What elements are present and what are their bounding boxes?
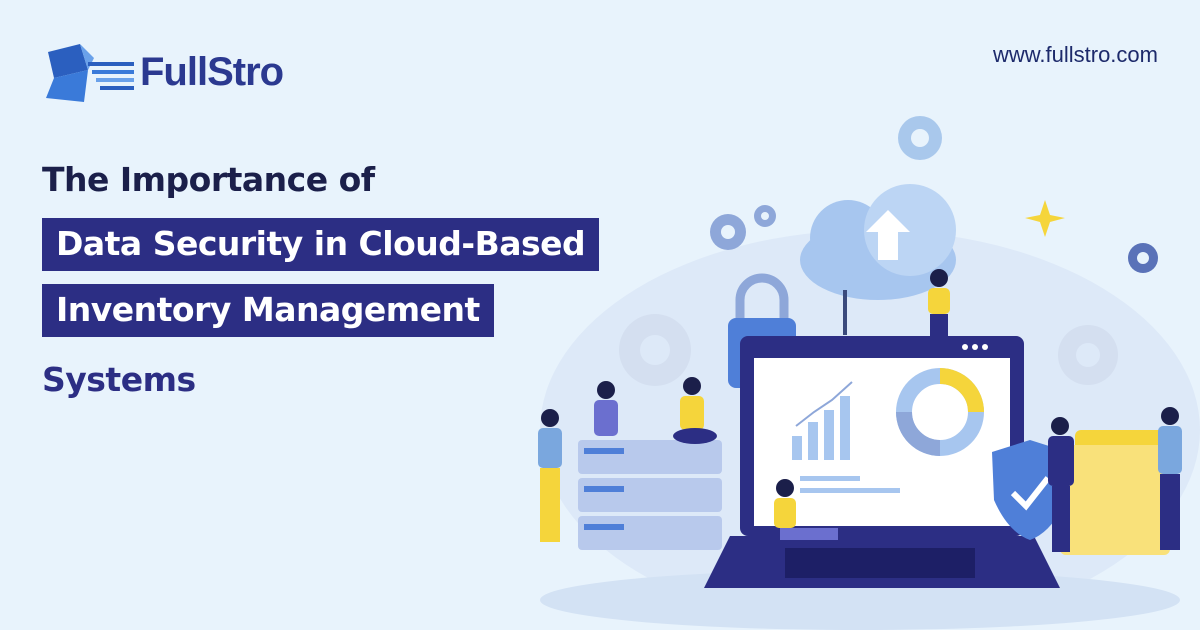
website-link[interactable]: www.fullstro.com xyxy=(992,42,1158,67)
headline-line-3: Inventory Management xyxy=(42,284,494,337)
person-icon xyxy=(673,377,717,444)
person-icon xyxy=(1048,417,1074,552)
gear-icon xyxy=(898,116,942,160)
sparkle-icon xyxy=(1025,200,1065,237)
person-icon xyxy=(538,409,562,542)
gear-icon xyxy=(1128,243,1158,273)
gear-icon xyxy=(619,314,1118,386)
person-icon xyxy=(928,269,950,348)
headline-line-2: Data Security in Cloud-Based xyxy=(42,218,600,271)
cloud-upload-icon xyxy=(800,184,956,300)
person-icon xyxy=(594,381,618,436)
logo-wordmark: FullStro xyxy=(140,50,284,94)
person-icon xyxy=(774,479,838,540)
person-icon xyxy=(1158,407,1182,550)
headline-line-1: The Importance of xyxy=(42,160,375,199)
headline-line-4: Systems xyxy=(42,360,196,399)
cloud-security-illustration xyxy=(538,116,1200,630)
logo-mark-icon xyxy=(46,44,134,102)
folder-icon xyxy=(1060,430,1170,555)
laptop-icon xyxy=(704,336,1060,588)
gear-icon xyxy=(710,205,776,250)
brand-logo[interactable]: FullStro xyxy=(40,40,300,110)
server-rack-icon xyxy=(578,440,722,550)
